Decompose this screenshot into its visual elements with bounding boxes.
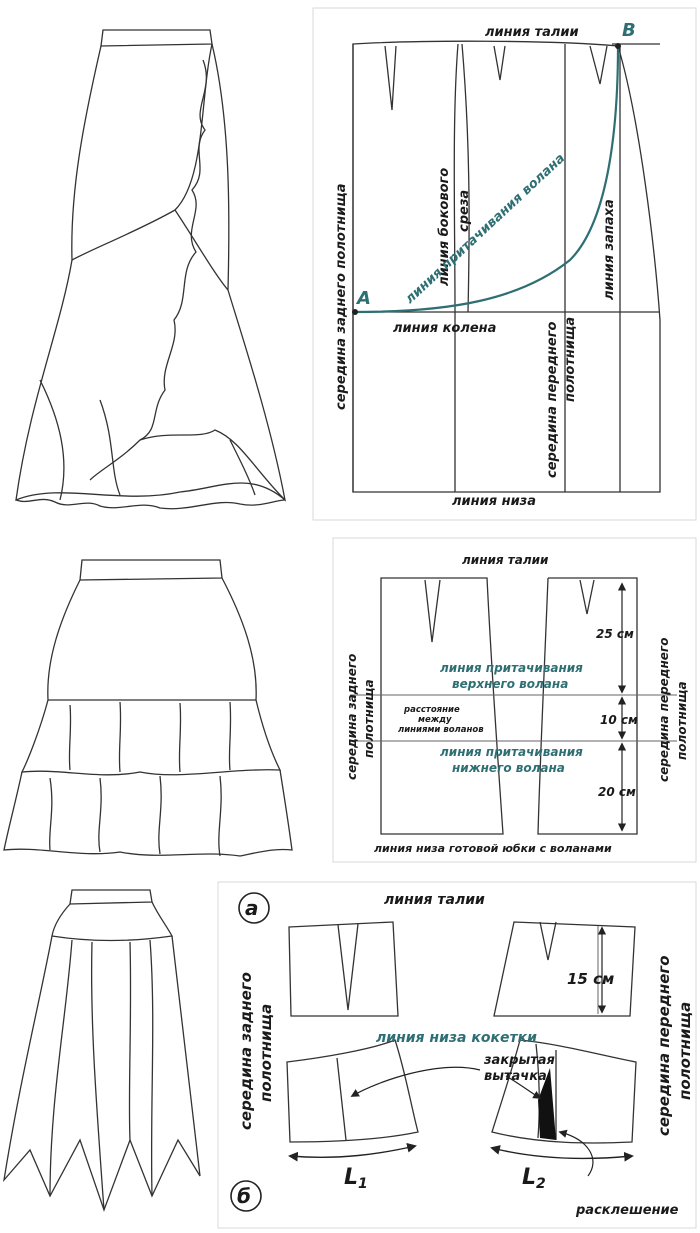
hem-label-2: линия низа готовой юбки с воланами <box>374 842 612 855</box>
front-center-label-3b: полотнища <box>676 1002 694 1100</box>
yoke-hem-label: линия низа кокетки <box>376 1030 537 1046</box>
upper-ruffle-label: линия притачивания <box>440 661 583 675</box>
front-center-label-2b: полотнища <box>675 681 689 760</box>
back-center-label-3: середина заднего <box>237 972 255 1130</box>
ruffle-seam-line <box>354 45 620 314</box>
dart-arrow-left <box>350 1066 481 1097</box>
measure-20: 20 см <box>598 785 636 799</box>
front-center-label-2: полотнища <box>563 317 578 402</box>
measure-25: 25 см <box>596 627 634 641</box>
back-center-label-2b: полотнища <box>362 679 376 758</box>
waist-label: линия талии <box>485 25 579 40</box>
length-arrow-l1 <box>288 1142 417 1162</box>
pattern-drawing-3 <box>286 921 637 1144</box>
wrap-line-label: линия запаха <box>602 199 617 300</box>
mermaid-skirt-illustration <box>15 29 286 510</box>
knee-label: линия колена <box>393 321 496 336</box>
step-b-label: б <box>237 1184 251 1208</box>
side-seam-label: линия бокового <box>437 168 452 286</box>
flare-label: расклешение <box>575 1203 679 1218</box>
pattern-drawing-2 <box>350 577 677 835</box>
back-center-label-3b: полотнища <box>257 1004 275 1102</box>
flare-arrow <box>558 1129 594 1177</box>
front-center-label-3: середина переднего <box>655 955 673 1136</box>
flare-wedge <box>538 1068 556 1140</box>
measure-15: 15 см <box>567 970 614 988</box>
lower-ruffle-label: линия притачивания <box>440 745 583 759</box>
waist-label-3: линия талии <box>384 892 485 908</box>
closed-dart-label: закрытая <box>483 1053 555 1068</box>
upper-ruffle-label-2: верхнего волана <box>452 677 568 691</box>
pattern-panel-3 <box>217 881 697 1229</box>
step-b-circle <box>230 1180 262 1212</box>
distance-label: расстояние <box>403 705 460 715</box>
point-b-marker <box>615 43 621 49</box>
length-arrow-l2 <box>490 1145 634 1162</box>
distance-label-3: линиями воланов <box>398 725 484 735</box>
back-center-label: середина заднего полотнища <box>334 183 349 410</box>
front-center-label-2: середина переднего <box>657 638 671 782</box>
point-a-label: A <box>355 288 371 309</box>
measure-10: 10 см <box>600 713 638 727</box>
waist-label-2: линия талии <box>462 553 549 567</box>
dart-arrow-right <box>505 1075 542 1099</box>
step-a-circle <box>238 892 270 924</box>
side-seam-label-2: среза <box>457 190 472 232</box>
lower-ruffle-label-2: нижнего волана <box>452 761 565 775</box>
distance-label-2: между <box>418 715 452 725</box>
length-l1-label: L1 <box>344 1165 368 1192</box>
pattern-panel-2 <box>332 537 697 863</box>
pattern-panel-1 <box>312 7 697 521</box>
length-l2-label: L2 <box>522 1165 546 1192</box>
handkerchief-hem-skirt-illustration <box>2 889 201 1212</box>
tiered-ruffle-skirt-illustration <box>3 559 293 857</box>
point-b-label: B <box>622 20 636 41</box>
back-center-label-2: середина заднего <box>345 654 359 780</box>
hem-label: линия низа <box>452 494 536 509</box>
pattern-drawing-1 <box>352 40 661 493</box>
step-a-label: а <box>245 896 259 920</box>
point-a-marker <box>352 309 358 315</box>
front-center-label: середина переднего <box>545 321 560 478</box>
closed-dart-label-2: вытачка <box>484 1069 547 1084</box>
